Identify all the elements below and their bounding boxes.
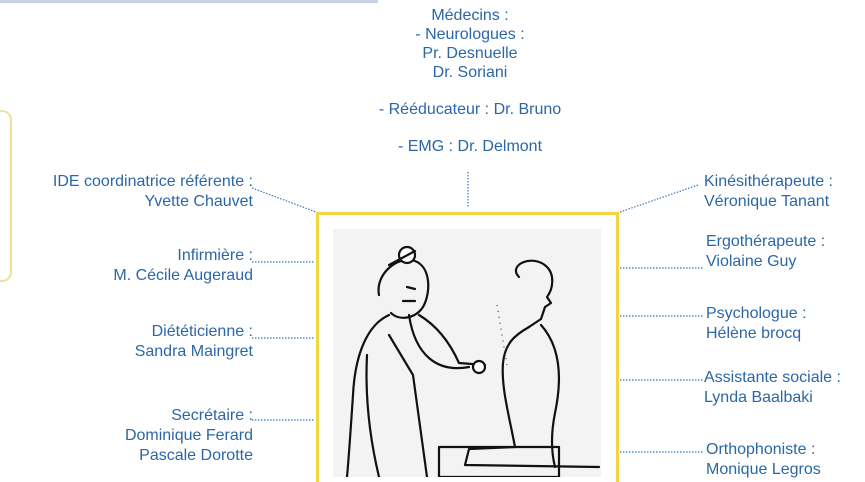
infirmiere-label: Infirmière : M. Cécile Augeraud (113, 246, 253, 286)
connector-ide (252, 188, 316, 212)
illustration-frame (316, 212, 619, 482)
doctor-examining-patient-illustration (319, 215, 616, 477)
assistante-sociale-label: Assistante sociale : Lynda Baalbaki (704, 368, 841, 408)
orthophoniste-label: Orthophoniste : Monique Legros (706, 440, 821, 480)
kinesitherapeute-label: Kinésithérapeute : Véronique Tanant (704, 172, 833, 212)
connector-kine (620, 185, 698, 212)
ide-coordinatrice-label: IDE coordinatrice référente : Yvette Cha… (53, 172, 253, 212)
secretaire-label: Secrétaire : Dominique Ferard Pascale Do… (125, 406, 253, 466)
ergotherapeute-label: Ergothérapeute : Violaine Guy (706, 232, 825, 272)
dieteticienne-label: Diététicienne : Sandra Maingret (135, 322, 253, 362)
psychologue-label: Psychologue : Hélène brocq (706, 304, 807, 344)
